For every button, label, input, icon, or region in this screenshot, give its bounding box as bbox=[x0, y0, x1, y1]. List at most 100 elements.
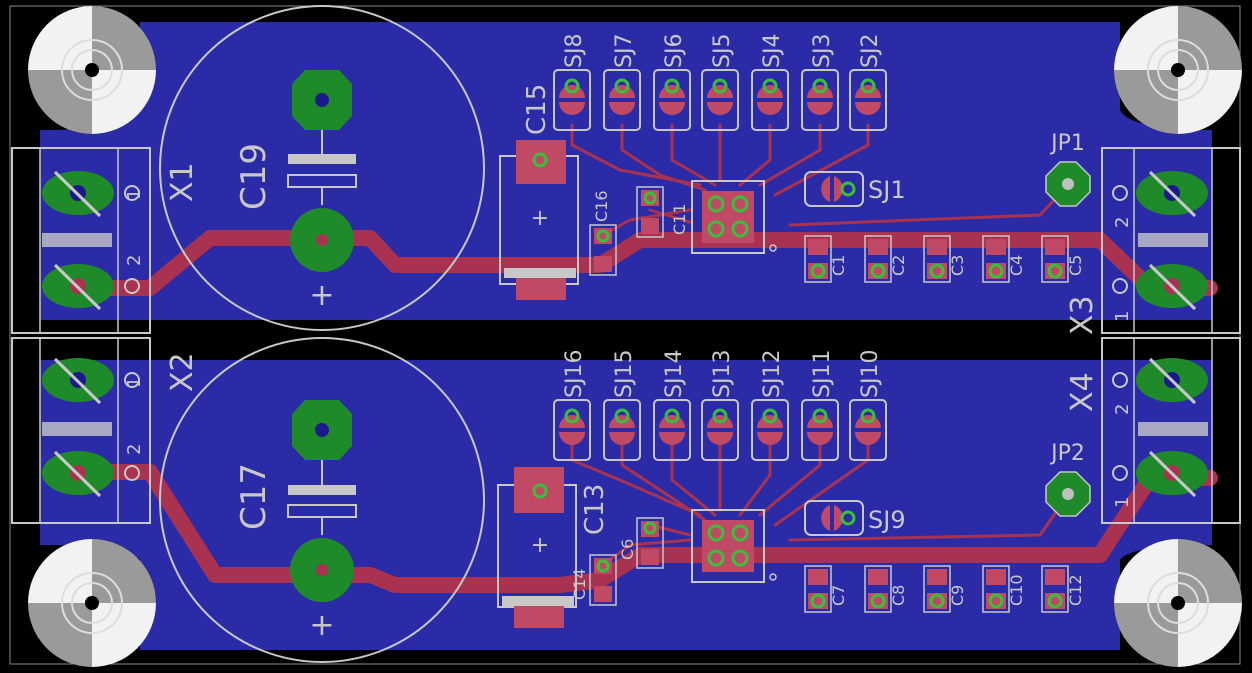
solder-jumper-sj3: SJ3 bbox=[801, 34, 839, 131]
x1-pin2: 2 bbox=[124, 255, 145, 266]
solder-jumper-sj13: SJ13 bbox=[701, 350, 739, 461]
label-sj12: SJ12 bbox=[760, 350, 785, 398]
solder-jumper-sj6: SJ6 bbox=[653, 34, 691, 131]
capacitor-c11: C11 bbox=[636, 186, 689, 238]
label-sj4: SJ4 bbox=[760, 34, 785, 68]
bottom-copper-pour bbox=[40, 360, 1212, 650]
x2-pin2: 2 bbox=[124, 444, 145, 455]
capacitor-c10: C10 bbox=[982, 565, 1026, 613]
c13-label: C13 bbox=[580, 484, 610, 535]
solder-jumper-sj8: SJ8 bbox=[553, 34, 591, 131]
ic-top bbox=[691, 180, 777, 254]
label-c2: C2 bbox=[889, 255, 908, 276]
jumper-jp2: JP2 bbox=[1045, 441, 1091, 517]
jp1-label: JP1 bbox=[1049, 131, 1085, 156]
c15-label: C15 bbox=[522, 84, 552, 135]
sj9-label: SJ9 bbox=[868, 506, 906, 534]
label-c3: C3 bbox=[948, 255, 967, 276]
capacitor-c5: C5 bbox=[1041, 235, 1085, 283]
label-sj16: SJ16 bbox=[562, 350, 587, 398]
label-sj14: SJ14 bbox=[662, 350, 687, 398]
capacitor-c14: C14 bbox=[570, 554, 617, 606]
top-capacitor-row: C1 C2 C3 C4 C5 bbox=[804, 235, 1085, 283]
label-c12: C12 bbox=[1066, 574, 1085, 606]
mounting-hole-bl bbox=[28, 539, 156, 667]
mounting-holes bbox=[28, 6, 1242, 667]
capacitor-c4: C4 bbox=[982, 235, 1026, 283]
mounting-hole-br bbox=[1114, 539, 1242, 667]
capacitor-c12: C12 bbox=[1041, 565, 1085, 613]
solder-jumper-sj4: SJ4 bbox=[751, 34, 789, 131]
jumper-jp1: JP1 bbox=[1045, 131, 1091, 207]
ic-bottom bbox=[691, 509, 777, 583]
solder-jumper-sj10: SJ10 bbox=[849, 350, 887, 461]
x1-pin1: 1 bbox=[124, 189, 145, 200]
c16-label: C16 bbox=[592, 190, 611, 222]
label-sj7: SJ7 bbox=[612, 34, 637, 68]
x3-pin1: 1 bbox=[1112, 311, 1133, 322]
terminal-x3: 2 1 X3 bbox=[1065, 147, 1241, 335]
c6-label: C6 bbox=[618, 539, 637, 560]
capacitor-c13: + C13 bbox=[497, 467, 610, 628]
terminal-x4: 2 1 X4 bbox=[1065, 337, 1241, 524]
board-outline bbox=[9, 5, 1241, 665]
c14-label: C14 bbox=[570, 568, 589, 600]
label-c9: C9 bbox=[948, 585, 967, 606]
label-c10: C10 bbox=[1007, 574, 1026, 606]
capacitor-c1: C1 bbox=[804, 235, 848, 283]
mounting-hole-tl bbox=[28, 6, 156, 134]
bottom-capacitor-row: C7 C8 C9 C10 C12 bbox=[804, 565, 1085, 613]
x4-pin1: 1 bbox=[1112, 497, 1133, 508]
top-solder-jumpers: SJ8 SJ7 SJ6 SJ5 SJ4 SJ3 SJ2 bbox=[553, 34, 887, 131]
capacitor-c15: + C15 bbox=[499, 84, 579, 300]
c13-plus: + bbox=[531, 533, 549, 558]
label-sj6: SJ6 bbox=[662, 34, 687, 68]
jp2-label: JP2 bbox=[1049, 441, 1085, 466]
capacitor-c16: C16 bbox=[589, 190, 617, 276]
solder-jumper-sj7: SJ7 bbox=[603, 34, 641, 131]
terminal-x2: 1 2 X2 bbox=[11, 337, 200, 524]
solder-jumper-sj11: SJ11 bbox=[801, 350, 839, 461]
solder-jumper-sj12: SJ12 bbox=[751, 350, 789, 461]
label-sj15: SJ15 bbox=[612, 350, 637, 398]
label-sj10: SJ10 bbox=[858, 350, 883, 398]
bottom-power-trace bbox=[70, 464, 1218, 593]
label-c5: C5 bbox=[1066, 255, 1085, 276]
c11-label: C11 bbox=[670, 203, 689, 235]
label-sj3: SJ3 bbox=[810, 34, 835, 68]
solder-jumper-sj15: SJ15 bbox=[603, 350, 641, 461]
solder-jumper-sj5: SJ5 bbox=[701, 34, 739, 131]
label-sj2: SJ2 bbox=[858, 34, 883, 68]
capacitor-c2: C2 bbox=[864, 235, 908, 283]
x3-label: X3 bbox=[1065, 295, 1100, 335]
x3-pin2: 2 bbox=[1112, 217, 1133, 228]
label-c1: C1 bbox=[829, 255, 848, 276]
label-sj11: SJ11 bbox=[810, 350, 835, 398]
solder-jumper-sj1: SJ1 bbox=[804, 171, 906, 207]
capacitor-c17: + C17 bbox=[159, 337, 485, 663]
label-c7: C7 bbox=[829, 585, 848, 606]
label-c8: C8 bbox=[889, 585, 908, 606]
label-sj8: SJ8 bbox=[562, 34, 587, 68]
x2-label: X2 bbox=[165, 352, 200, 392]
solder-jumper-sj2: SJ2 bbox=[849, 34, 887, 131]
capacitor-c3: C3 bbox=[923, 235, 967, 283]
c17-plus: + bbox=[309, 608, 334, 643]
capacitor-c7: C7 bbox=[804, 565, 848, 613]
x2-pin1: 1 bbox=[124, 377, 145, 388]
capacitor-c19: + C19 bbox=[159, 5, 485, 331]
capacitor-c6: C6 bbox=[618, 517, 664, 569]
label-sj5: SJ5 bbox=[710, 34, 735, 68]
capacitor-c9: C9 bbox=[923, 565, 967, 613]
mounting-hole-tr bbox=[1114, 6, 1242, 134]
c19-label: C19 bbox=[234, 143, 274, 210]
top-power-trace bbox=[70, 230, 1218, 296]
label-sj13: SJ13 bbox=[710, 350, 735, 398]
label-c4: C4 bbox=[1007, 255, 1026, 276]
solder-jumper-sj16: SJ16 bbox=[553, 350, 591, 461]
sj1-label: SJ1 bbox=[868, 176, 906, 204]
c17-label: C17 bbox=[234, 463, 274, 530]
solder-jumper-sj9: SJ9 bbox=[804, 500, 906, 536]
solder-jumper-sj14: SJ14 bbox=[653, 350, 691, 461]
